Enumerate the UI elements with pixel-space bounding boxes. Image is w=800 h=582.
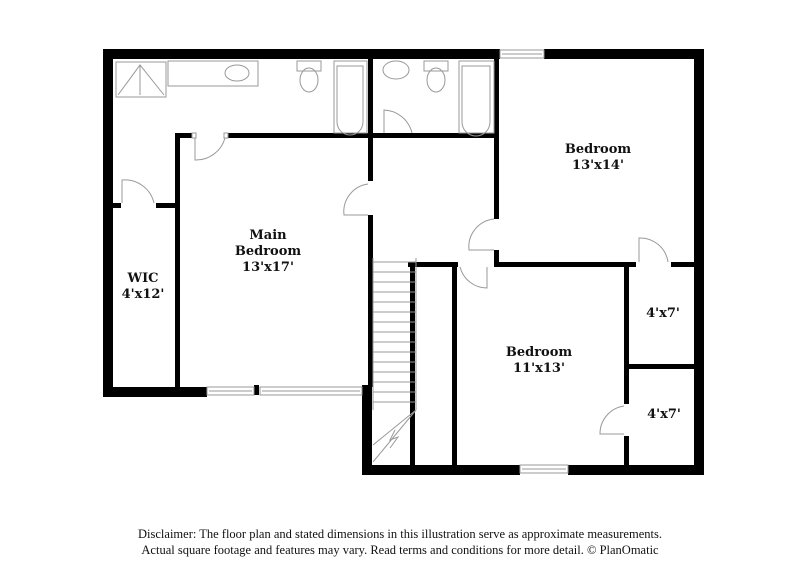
room-dimensions: 13'x17' — [242, 260, 294, 275]
room-label-main-bedroom: Main Bedroom 13'x17' — [235, 228, 301, 276]
stairs — [372, 258, 417, 463]
room-dimensions: 4'x12' — [121, 287, 165, 302]
room-dimensions: 11'x13' — [513, 361, 565, 376]
disclaimer-line-1: Disclaimer: The floor plan and stated di… — [138, 527, 662, 541]
room-label-closet-2: 4'x7' — [647, 407, 681, 423]
room-label-wic: WIC 4'x12' — [122, 271, 165, 303]
room-name: Bedroom — [564, 142, 632, 157]
sink-icon — [382, 60, 410, 80]
disclaimer-line-2: Actual square footage and features may v… — [141, 543, 659, 557]
room-name: Bedroom — [234, 244, 302, 259]
shower-icon — [115, 61, 167, 98]
exterior-walls — [103, 49, 704, 475]
vanity-icon — [167, 60, 259, 87]
interior-walls — [113, 59, 694, 465]
windows — [206, 49, 569, 474]
disclaimer: Disclaimer: The floor plan and stated di… — [0, 526, 800, 558]
room-name: Main — [249, 228, 287, 243]
room-name: Bedroom — [505, 345, 573, 360]
toilet-icon — [426, 67, 446, 93]
bathtub-icon — [333, 60, 368, 134]
room-label-bedroom-3: Bedroom 11'x13' — [506, 345, 572, 377]
room-dimensions: 13'x14' — [572, 158, 624, 173]
fixtures — [115, 60, 495, 137]
room-name: WIC — [127, 271, 159, 286]
sink-icon — [224, 64, 250, 82]
room-dimensions: 4'x7' — [646, 306, 680, 321]
room-dimensions: 4'x7' — [647, 407, 681, 422]
doors — [121, 109, 669, 435]
room-label-bedroom-2: Bedroom 13'x14' — [565, 142, 631, 174]
room-label-closet-1: 4'x7' — [646, 306, 680, 322]
toilet-icon — [299, 67, 319, 93]
bathtub-icon — [458, 60, 495, 134]
